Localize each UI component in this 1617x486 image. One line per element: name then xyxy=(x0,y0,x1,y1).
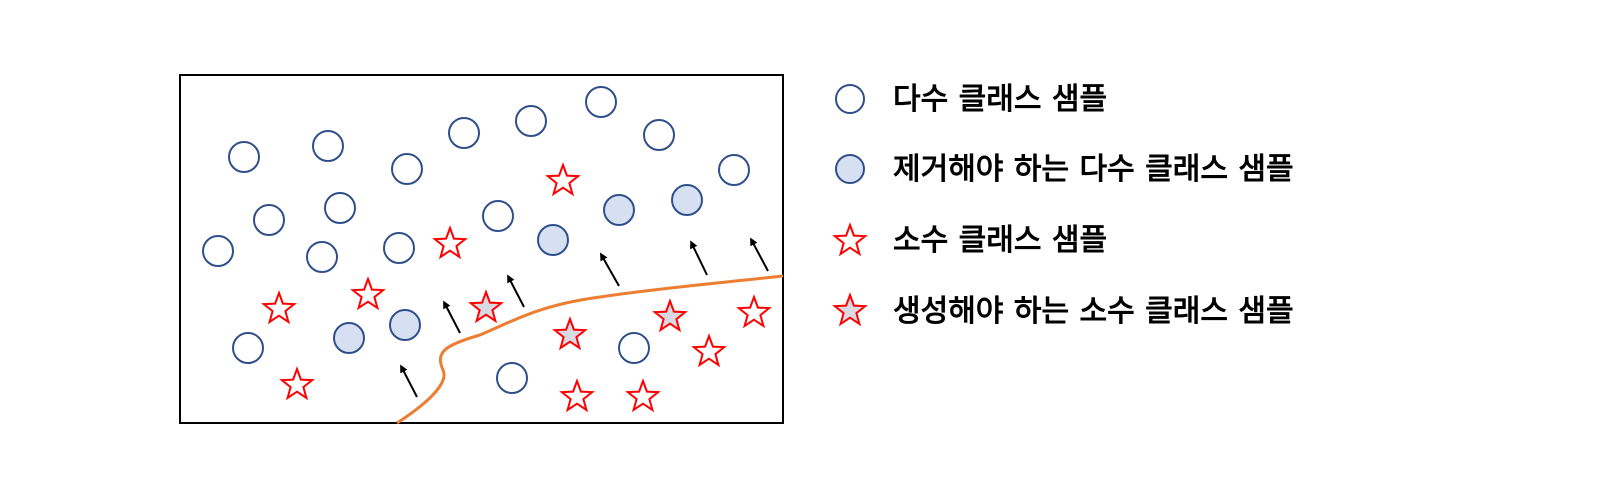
minority-star xyxy=(261,290,297,325)
majority-circle xyxy=(618,332,650,364)
minority-star xyxy=(559,378,595,413)
majority-removed-circle xyxy=(389,309,421,341)
legend-minority-label: 소수 클래스 샘플 xyxy=(893,223,1107,258)
majority-circle xyxy=(202,235,234,267)
minority-star xyxy=(545,162,581,197)
minority-generated-star xyxy=(468,289,504,324)
legend-majority-label: 다수 클래스 샘플 xyxy=(893,82,1107,117)
plot-frame xyxy=(179,74,784,424)
legend-majority-removed-label: 제거해야 하는 다수 클래스 샘플 xyxy=(893,152,1294,187)
legend-majority-removed-icon xyxy=(835,154,865,184)
star-icon xyxy=(832,222,868,257)
majority-removed-circle xyxy=(333,322,365,354)
minority-generated-star xyxy=(552,316,588,351)
majority-circle xyxy=(232,332,264,364)
minority-star xyxy=(350,276,386,311)
majority-circle xyxy=(253,204,285,236)
arrow-up-icon xyxy=(750,237,769,272)
arrow-up-icon xyxy=(443,300,461,334)
arrow-up-icon xyxy=(507,274,525,308)
minority-generated-samples xyxy=(468,289,688,351)
majority-removed-circle xyxy=(537,224,569,256)
legend-minority-generated-label: 생성해야 하는 소수 클래스 샘플 xyxy=(893,294,1294,329)
majority-circle xyxy=(306,241,338,273)
majority-circle xyxy=(391,153,423,185)
legend-minority-icon xyxy=(832,222,868,257)
majority-circle xyxy=(643,119,675,151)
arrow-up-icon xyxy=(400,364,418,398)
majority-samples xyxy=(202,86,750,394)
arrow-up-icon xyxy=(690,240,708,276)
arrow-up-icon xyxy=(600,252,620,287)
minority-star xyxy=(279,366,315,401)
majority-circle xyxy=(515,105,547,137)
majority-removed-samples xyxy=(333,184,703,354)
majority-circle xyxy=(383,232,415,264)
majority-circle xyxy=(228,141,260,173)
majority-removed-circle xyxy=(603,194,635,226)
minority-star xyxy=(432,225,468,260)
legend-majority-icon xyxy=(835,84,865,114)
minority-samples xyxy=(261,162,772,413)
majority-removed-circle xyxy=(671,184,703,216)
minority-star xyxy=(691,333,727,368)
minority-star xyxy=(736,294,772,329)
legend-minority-generated-icon xyxy=(832,292,868,327)
majority-circle xyxy=(312,130,344,162)
majority-circle xyxy=(324,192,356,224)
majority-circle xyxy=(718,154,750,186)
majority-circle xyxy=(496,362,528,394)
majority-circle xyxy=(585,86,617,118)
minority-star xyxy=(625,378,661,413)
minority-generated-star xyxy=(652,298,688,333)
decision-boundary xyxy=(396,274,784,425)
star-icon xyxy=(832,292,868,327)
shift-arrows xyxy=(400,237,769,398)
legend: 다수 클래스 샘플 제거해야 하는 다수 클래스 샘플 소수 클래스 샘플 생성… xyxy=(832,82,1294,329)
majority-circle xyxy=(482,200,514,232)
majority-circle xyxy=(448,117,480,149)
